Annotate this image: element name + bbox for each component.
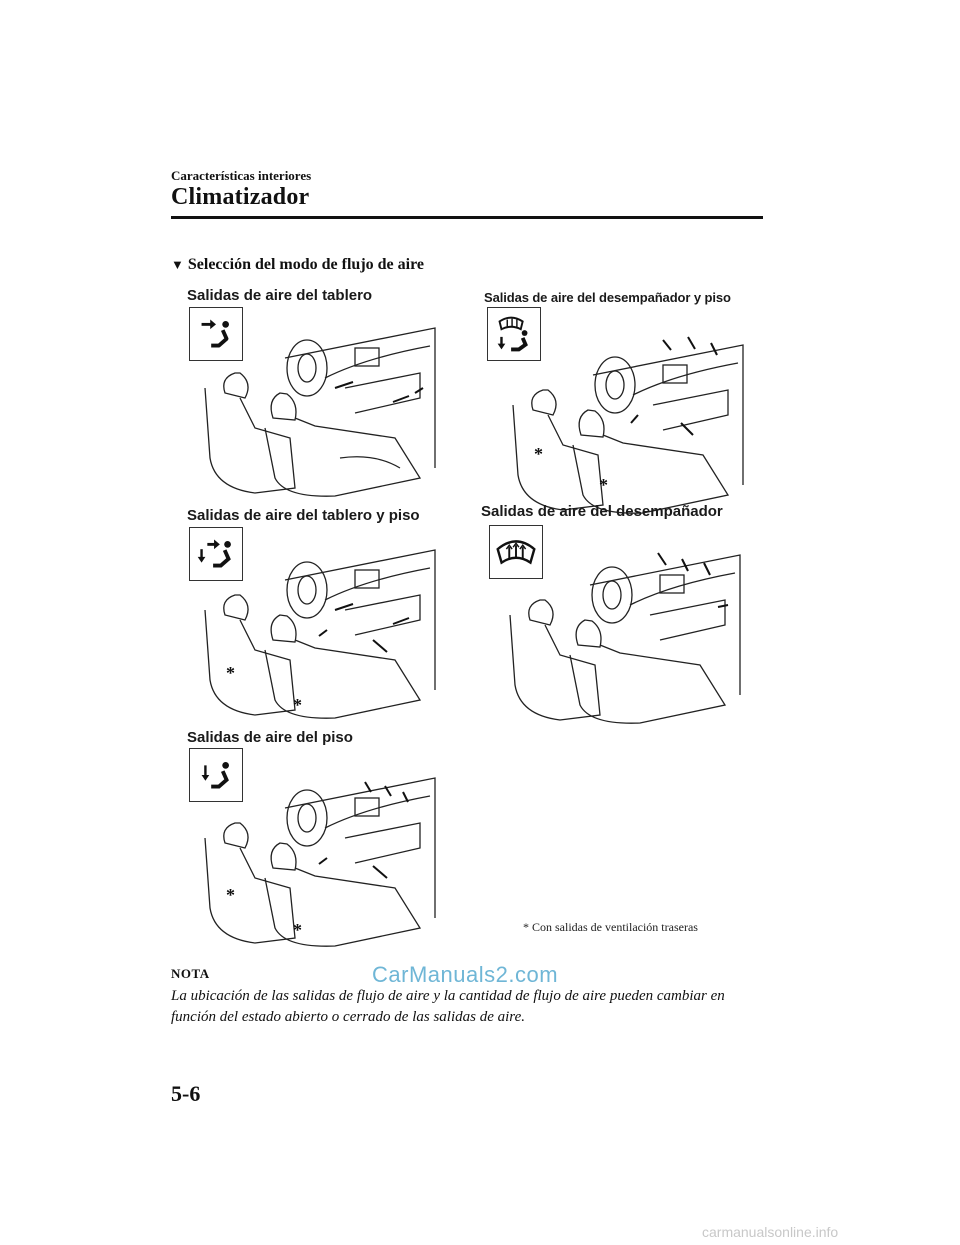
cabin-illustration-defrost xyxy=(500,545,746,725)
note-label: NOTA xyxy=(171,966,210,982)
mode-caption-defrost: Salidas de aire del desempañador xyxy=(481,503,723,520)
mode-caption-floor: Salidas de aire del piso xyxy=(187,729,353,746)
asterisk-marker: * xyxy=(293,920,302,941)
asterisk-marker: * xyxy=(534,444,543,465)
cabin-illustration-defrost-floor xyxy=(503,335,749,515)
header-rule xyxy=(171,216,763,219)
mode-caption-panel: Salidas de aire del tablero xyxy=(187,287,372,304)
asterisk-marker: * xyxy=(293,695,302,716)
subsection-heading: ▼Selección del modo de flujo de aire xyxy=(171,256,424,274)
mode-caption-panel-floor: Salidas de aire del tablero y piso xyxy=(187,507,420,524)
watermark: CarManuals2.com xyxy=(372,962,558,988)
footer-watermark: carmanualsonline.info xyxy=(702,1224,838,1240)
triangle-marker-icon: ▼ xyxy=(171,257,184,273)
mode-caption-defrost-floor: Salidas de aire del desempañador y piso xyxy=(484,290,731,305)
cabin-illustration-panel-floor xyxy=(195,540,441,720)
asterisk-marker: * xyxy=(226,885,235,906)
chapter-title: Climatizador xyxy=(171,184,309,211)
section-kicker: Características interiores xyxy=(171,168,311,184)
asterisk-marker: * xyxy=(226,663,235,684)
cabin-illustration-floor xyxy=(195,768,441,948)
subsection-title: Selección del modo de flujo de aire xyxy=(188,256,424,273)
asterisk-marker: * xyxy=(599,475,608,496)
footnote: * Con salidas de ventilación traseras xyxy=(523,920,698,935)
page-number: 5-6 xyxy=(171,1081,200,1107)
cabin-illustration-panel xyxy=(195,318,441,498)
note-body: La ubicación de las salidas de flujo de … xyxy=(171,986,771,1028)
